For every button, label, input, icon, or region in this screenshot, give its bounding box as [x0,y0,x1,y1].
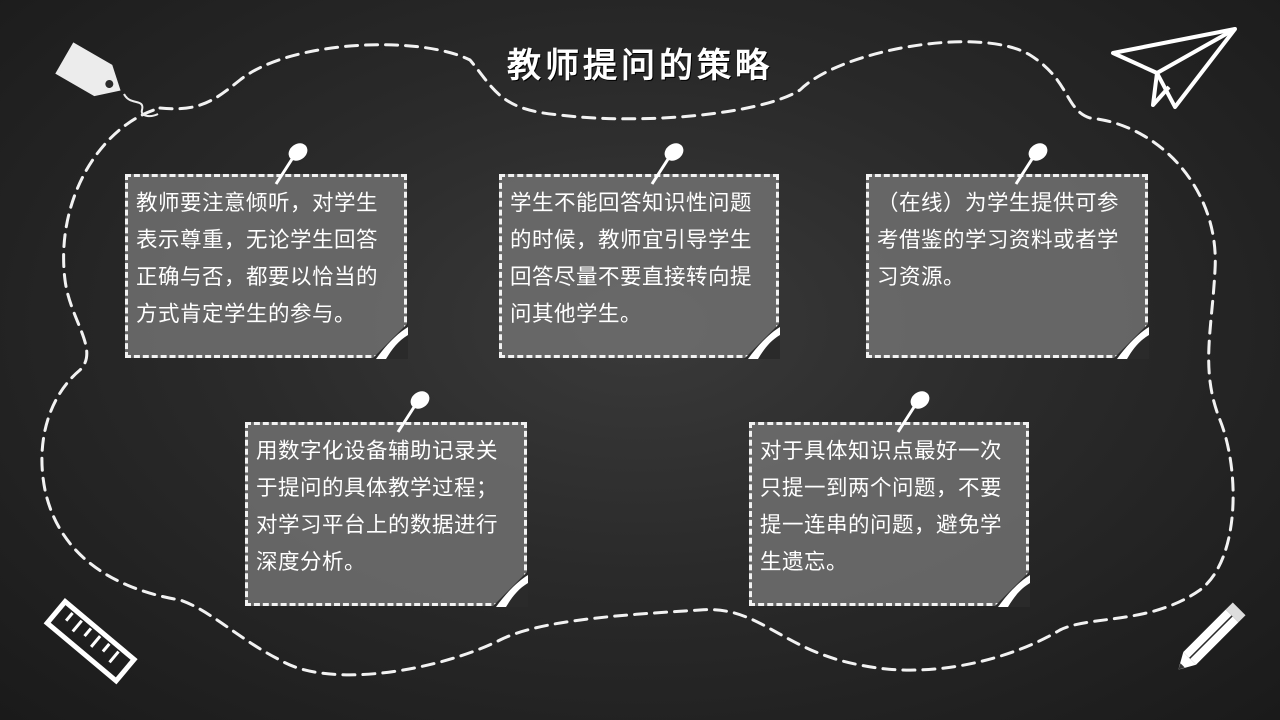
note-text-1: 教师要注意倾听，对学生表示尊重，无论学生回答正确与否，都要以恰当的方式肯定学生的… [136,191,379,327]
note-text-2: 学生不能回答知识性问题的时候，教师宜引导学生回答尽量不要直接转向提问其他学生。 [510,191,753,327]
note-card-3: （在线）为学生提供可参考借鉴的学习资料或者学习资源。 [866,174,1149,359]
pushpin-icon [650,143,684,185]
paper-plane-icon [1111,27,1237,109]
page-curl-icon [1113,323,1149,359]
note-card-2: 学生不能回答知识性问题的时候，教师宜引导学生回答尽量不要直接转向提问其他学生。 [499,174,780,359]
note-card-1: 教师要注意倾听，对学生表示尊重，无论学生回答正确与否，都要以恰当的方式肯定学生的… [125,174,408,359]
pushpin-icon [274,143,308,185]
note-card-5: 对于具体知识点最好一次只提一到两个问题，不要提一连串的问题，避免学生遗忘。 [749,422,1030,607]
page-curl-icon [744,323,780,359]
tag-icon [55,42,159,118]
note-text-4: 用数字化设备辅助记录关于提问的具体教学过程；对学习平台上的数据进行深度分析。 [256,439,499,575]
page-curl-icon [492,571,528,607]
note-card-4: 用数字化设备辅助记录关于提问的具体教学过程；对学习平台上的数据进行深度分析。 [245,422,528,607]
ruler-icon [43,598,138,685]
pushpin-icon [896,391,930,433]
note-text-3: （在线）为学生提供可参考借鉴的学习资料或者学习资源。 [877,191,1120,290]
pencil-icon [1178,602,1246,670]
page-curl-icon [994,571,1030,607]
slide-title: 教师提问的策略 [507,46,773,86]
page-curl-icon [372,323,408,359]
note-text-5: 对于具体知识点最好一次只提一到两个问题，不要提一连串的问题，避免学生遗忘。 [760,439,1003,575]
pushpin-icon [396,391,430,433]
pushpin-icon [1014,143,1048,185]
